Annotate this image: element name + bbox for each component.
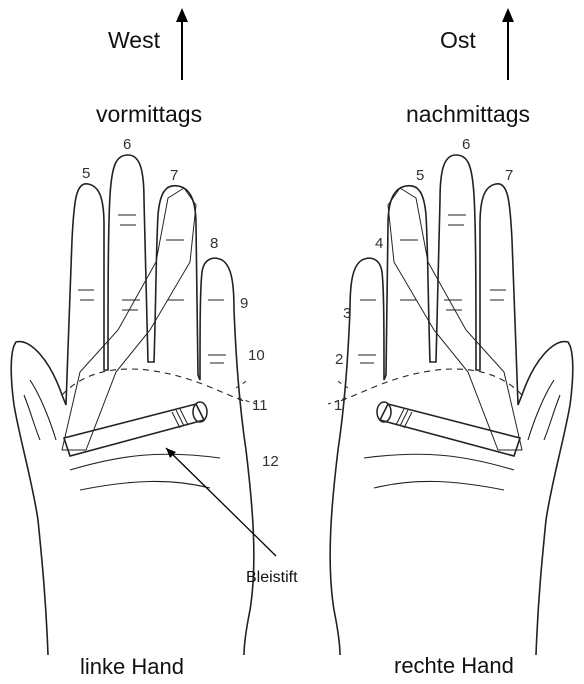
left-pencil xyxy=(64,402,207,456)
left-num-8: 8 xyxy=(210,235,218,252)
rechte-hand-caption: rechte Hand xyxy=(394,653,514,678)
right-num-2: 2 xyxy=(335,351,343,368)
left-num-11: 11 xyxy=(252,397,268,414)
left-num-5: 5 xyxy=(82,165,90,182)
west-arrow xyxy=(176,8,188,80)
right-pencil xyxy=(377,402,520,456)
west-label: West xyxy=(108,27,161,53)
right-hand xyxy=(328,155,573,655)
ost-label: Ost xyxy=(440,27,476,53)
left-num-7: 7 xyxy=(170,167,178,184)
ost-arrow xyxy=(502,8,514,80)
vormittags-label: vormittags xyxy=(96,101,202,127)
right-num-1: 1 xyxy=(334,397,342,414)
right-num-4: 4 xyxy=(375,235,383,252)
left-num-10: 10 xyxy=(248,347,265,364)
left-hand xyxy=(11,155,256,655)
left-num-6: 6 xyxy=(123,136,131,153)
pencil-pointer xyxy=(166,448,276,556)
right-num-5: 5 xyxy=(416,167,424,184)
right-num-7: 7 xyxy=(505,167,513,184)
right-num-6: 6 xyxy=(462,136,470,153)
bleistift-label: Bleistift xyxy=(246,569,298,586)
right-num-3: 3 xyxy=(343,305,351,322)
linke-hand-caption: linke Hand xyxy=(80,654,184,679)
left-num-9: 9 xyxy=(240,295,248,312)
nachmittags-label: nachmittags xyxy=(406,101,530,127)
left-num-12: 12 xyxy=(262,453,279,470)
